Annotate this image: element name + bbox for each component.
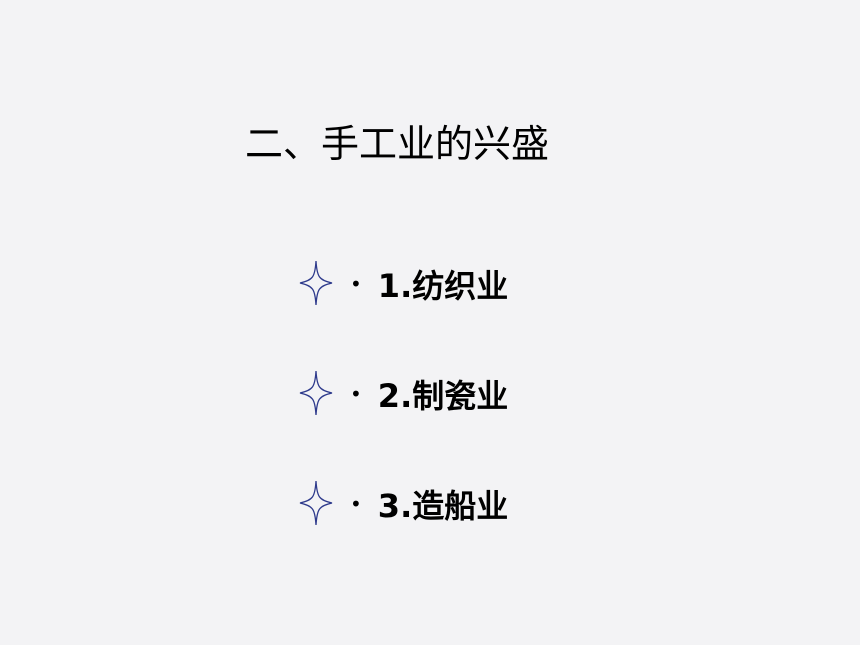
four-point-star-icon [299, 480, 333, 526]
bullet: • [350, 272, 362, 296]
four-point-star-icon [299, 370, 333, 416]
bullet: • [350, 492, 362, 516]
list-item-label: 1.纺织业 [377, 267, 509, 305]
list-item-label: 3.造船业 [377, 487, 509, 525]
list-item-shipbuilding: • 3.造船业 [298, 476, 508, 532]
slide-title: 二、手工业的兴盛 [245, 122, 550, 166]
bullet: • [350, 382, 362, 406]
four-point-star-icon [299, 260, 333, 306]
list-item-porcelain: • 2.制瓷业 [298, 366, 508, 422]
list-item-label: 2.制瓷业 [377, 377, 509, 415]
list-item-textile: • 1.纺织业 [298, 256, 508, 312]
